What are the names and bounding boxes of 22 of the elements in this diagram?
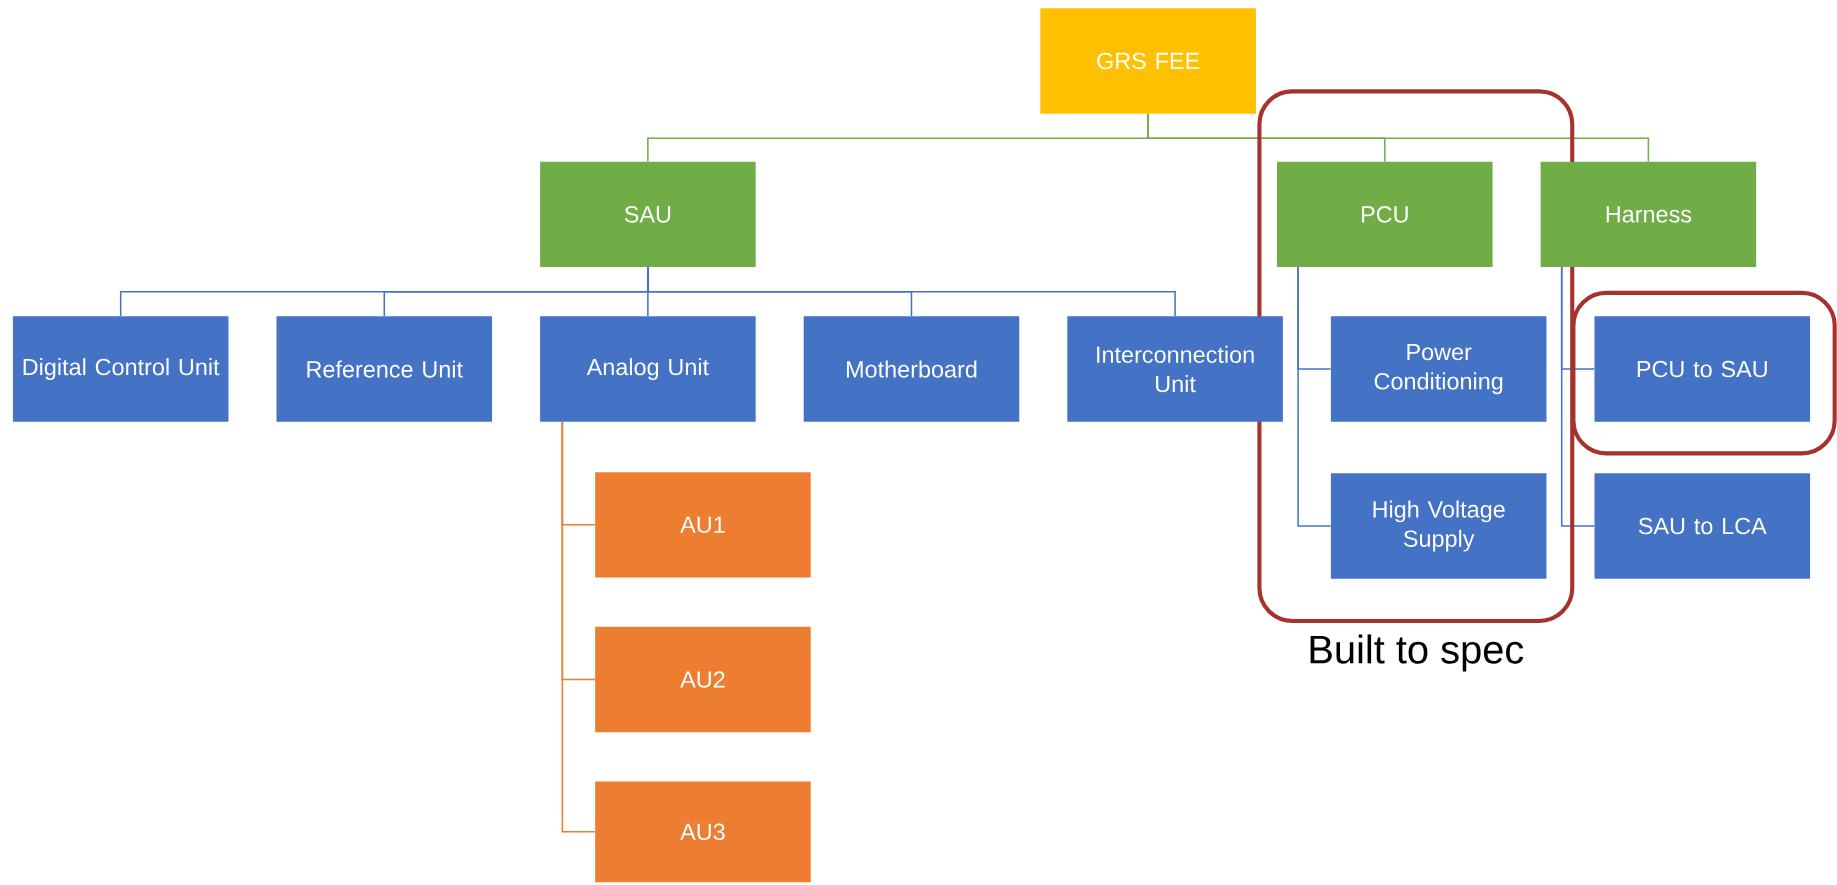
component-box: SAU to LCA bbox=[1594, 473, 1811, 579]
connector-line bbox=[647, 266, 1176, 318]
connector-line bbox=[1560, 266, 1596, 527]
root-box: GRS FEE bbox=[1040, 8, 1256, 114]
connector-line bbox=[1297, 266, 1332, 527]
unit-box: Harness bbox=[1540, 161, 1757, 268]
component-box: Power Conditioning bbox=[1330, 316, 1547, 422]
component-box: Digital Control Unit bbox=[12, 316, 229, 422]
unit-box: SAU bbox=[540, 161, 756, 268]
component-box: Reference Unit bbox=[276, 316, 493, 422]
group-label: Built to spec bbox=[1310, 634, 1524, 672]
component-box: Interconnection Unit bbox=[1067, 316, 1283, 422]
connector-line bbox=[1147, 113, 1650, 163]
component-box: High Voltage Supply bbox=[1330, 473, 1547, 579]
subunit-box: AU1 bbox=[595, 472, 811, 578]
subunit-box: AU3 bbox=[595, 781, 811, 883]
unit-box: PCU bbox=[1277, 161, 1493, 268]
component-box: PCU to SAU bbox=[1594, 316, 1811, 422]
subunit-box: AU2 bbox=[595, 627, 811, 733]
connector-line bbox=[561, 421, 596, 833]
component-box: Motherboard bbox=[803, 316, 1020, 422]
component-box: Analog Unit bbox=[540, 316, 756, 422]
